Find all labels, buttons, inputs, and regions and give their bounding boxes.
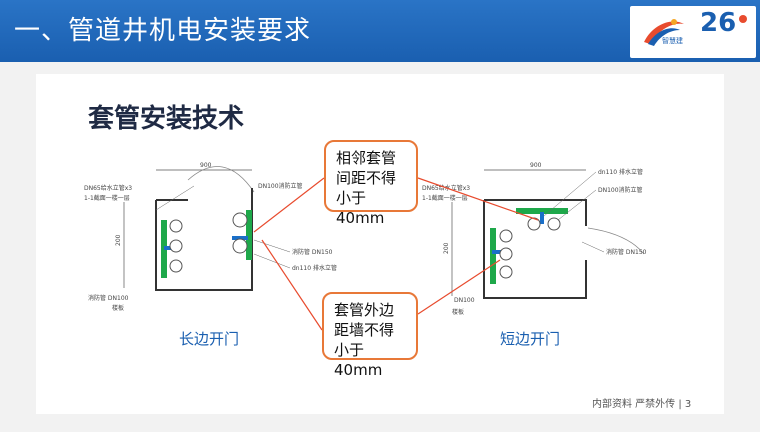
caption-short-side-door: 短边开门 <box>500 330 561 348</box>
dn100-bottom-label: 消防管 DN100 <box>88 294 129 302</box>
dn150-label: 消防管 DN150 <box>292 248 333 256</box>
callout-wall-distance: 套管外边距墙不得小于40mm <box>322 292 418 379</box>
floor-label-right: 楼板 <box>452 308 464 316</box>
section-label: 1-1截面一楼一层 <box>84 194 130 202</box>
dn65-label: DN65给水立管x3 <box>84 184 132 192</box>
dn100-top-label-right: DN100消防立管 <box>598 186 643 194</box>
leader-line-1a <box>253 177 325 233</box>
dim-top-label-right: 900 <box>530 162 542 169</box>
company-logo-swoosh-icon <box>644 19 684 46</box>
leader-line-2b <box>417 259 501 315</box>
dn100-top-label: DN100消防立管 <box>258 182 303 190</box>
long-side-door-diagram: 900 DN65给水立管x3 1-1截面一楼一层 DN100消防立管 消防管 D… <box>84 162 337 312</box>
callout-pipe-spacing: 相邻套管间距不得小于40mm <box>324 140 418 227</box>
page-title: 一、管道井机电安装要求 <box>14 16 312 46</box>
dim-top-label: 900 <box>200 162 212 169</box>
anniversary-number: 26 <box>700 8 737 38</box>
leader-line-2a <box>261 239 323 331</box>
company-logo: 智慧建 <box>640 14 688 50</box>
short-side-door-diagram: 900 DN65给水立管x3 1-1截面一楼一层 dn110 排水立管 DN10… <box>422 162 647 316</box>
leader-line-1b <box>417 177 539 221</box>
caption-long-side-door: 长边开门 <box>179 330 240 348</box>
section-label-right: 1-1截面一楼一层 <box>422 194 468 202</box>
dim-side-label: 200 <box>115 234 122 246</box>
anniversary-logo: 26 <box>700 8 752 52</box>
floor-label: 楼板 <box>112 304 124 312</box>
header-bar: 一、管道井机电安装要求 智慧建 26 <box>0 0 760 62</box>
dn100-bottom-label-right: DN100 <box>454 297 475 304</box>
company-logo-text: 智慧建 <box>662 37 683 45</box>
dn110-label: dn110 排水立管 <box>292 264 337 272</box>
dn110-label-right: dn110 排水立管 <box>598 168 643 176</box>
dim-side-label-right: 200 <box>443 242 450 254</box>
anniversary-dot-icon <box>739 15 747 23</box>
footer-note: 内部资料 严禁外传 | 3 <box>592 399 692 410</box>
dn150-label-right: 消防管 DN150 <box>606 248 647 256</box>
section-title: 套管安装技术 <box>88 104 245 134</box>
